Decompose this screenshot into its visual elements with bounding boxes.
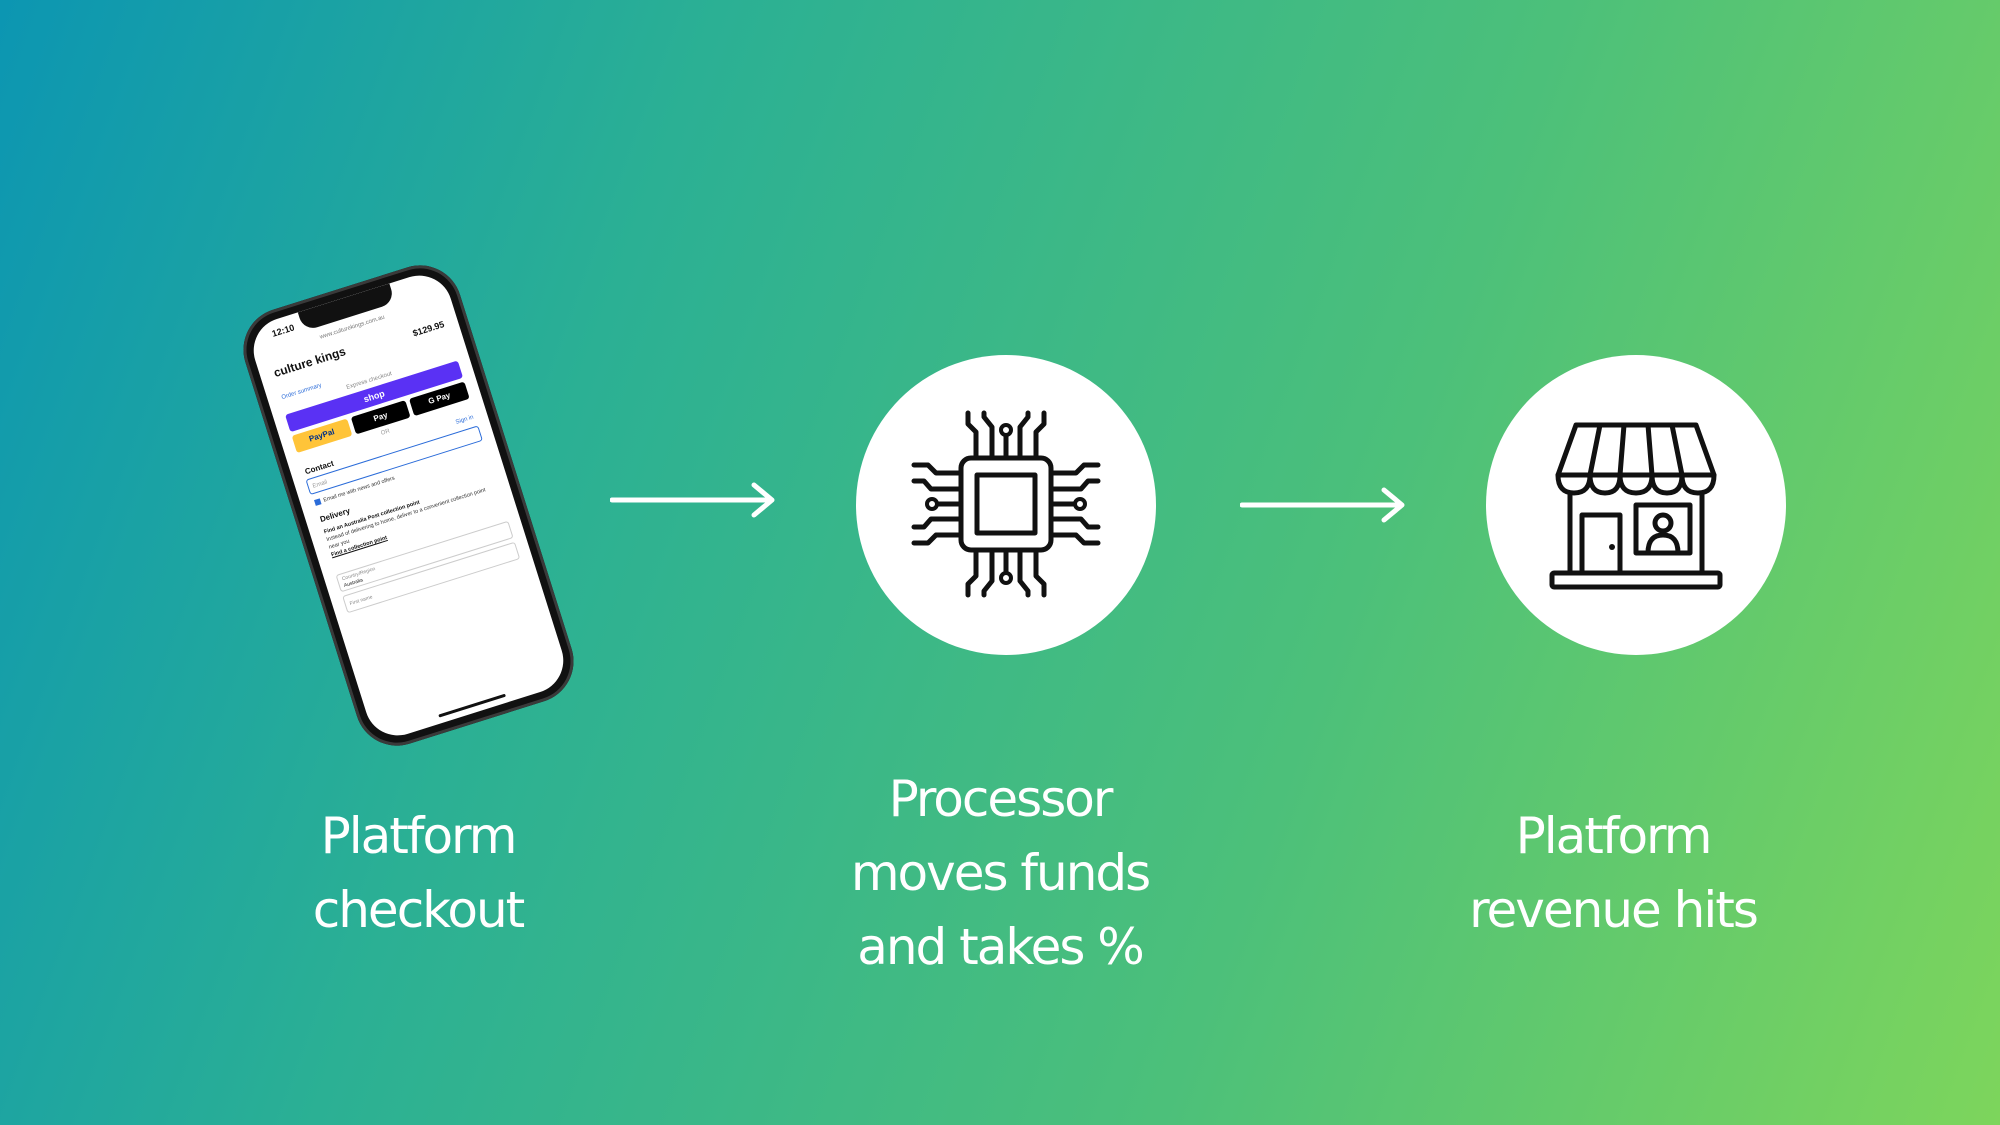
storefront-circle xyxy=(1486,355,1786,655)
sign-in-link[interactable]: Sign in xyxy=(455,415,474,426)
step-label-revenue: Platform revenue hits xyxy=(1383,799,1843,947)
storefront-icon xyxy=(1486,355,1786,655)
phone-mockup: 12:10 www.culturekings.com.au culture ki… xyxy=(233,255,584,757)
checkout-screen: 12:10 www.culturekings.com.au culture ki… xyxy=(245,267,571,744)
collection-title: Find an Australia Post collection point xyxy=(323,475,496,536)
processor-chip-icon xyxy=(856,355,1156,655)
label-line: revenue hits xyxy=(1383,873,1843,947)
order-total: $129.95 xyxy=(411,319,445,338)
processor-circle xyxy=(856,355,1156,655)
phone-notch xyxy=(297,284,395,332)
label-line: Platform xyxy=(1383,799,1843,873)
status-time: 12:10 xyxy=(271,322,296,338)
label-line: moves funds xyxy=(770,836,1230,910)
arrow-right-icon xyxy=(610,480,780,520)
step-label-processor: Processor moves funds and takes % xyxy=(770,762,1230,984)
home-indicator xyxy=(438,694,506,718)
label-line: checkout xyxy=(188,873,648,947)
label-line: and takes % xyxy=(770,910,1230,984)
label-line: Processor xyxy=(770,762,1230,836)
arrow-right-icon xyxy=(1240,485,1410,525)
step-label-checkout: Platform checkout xyxy=(188,799,648,947)
label-line: Platform xyxy=(188,799,648,873)
